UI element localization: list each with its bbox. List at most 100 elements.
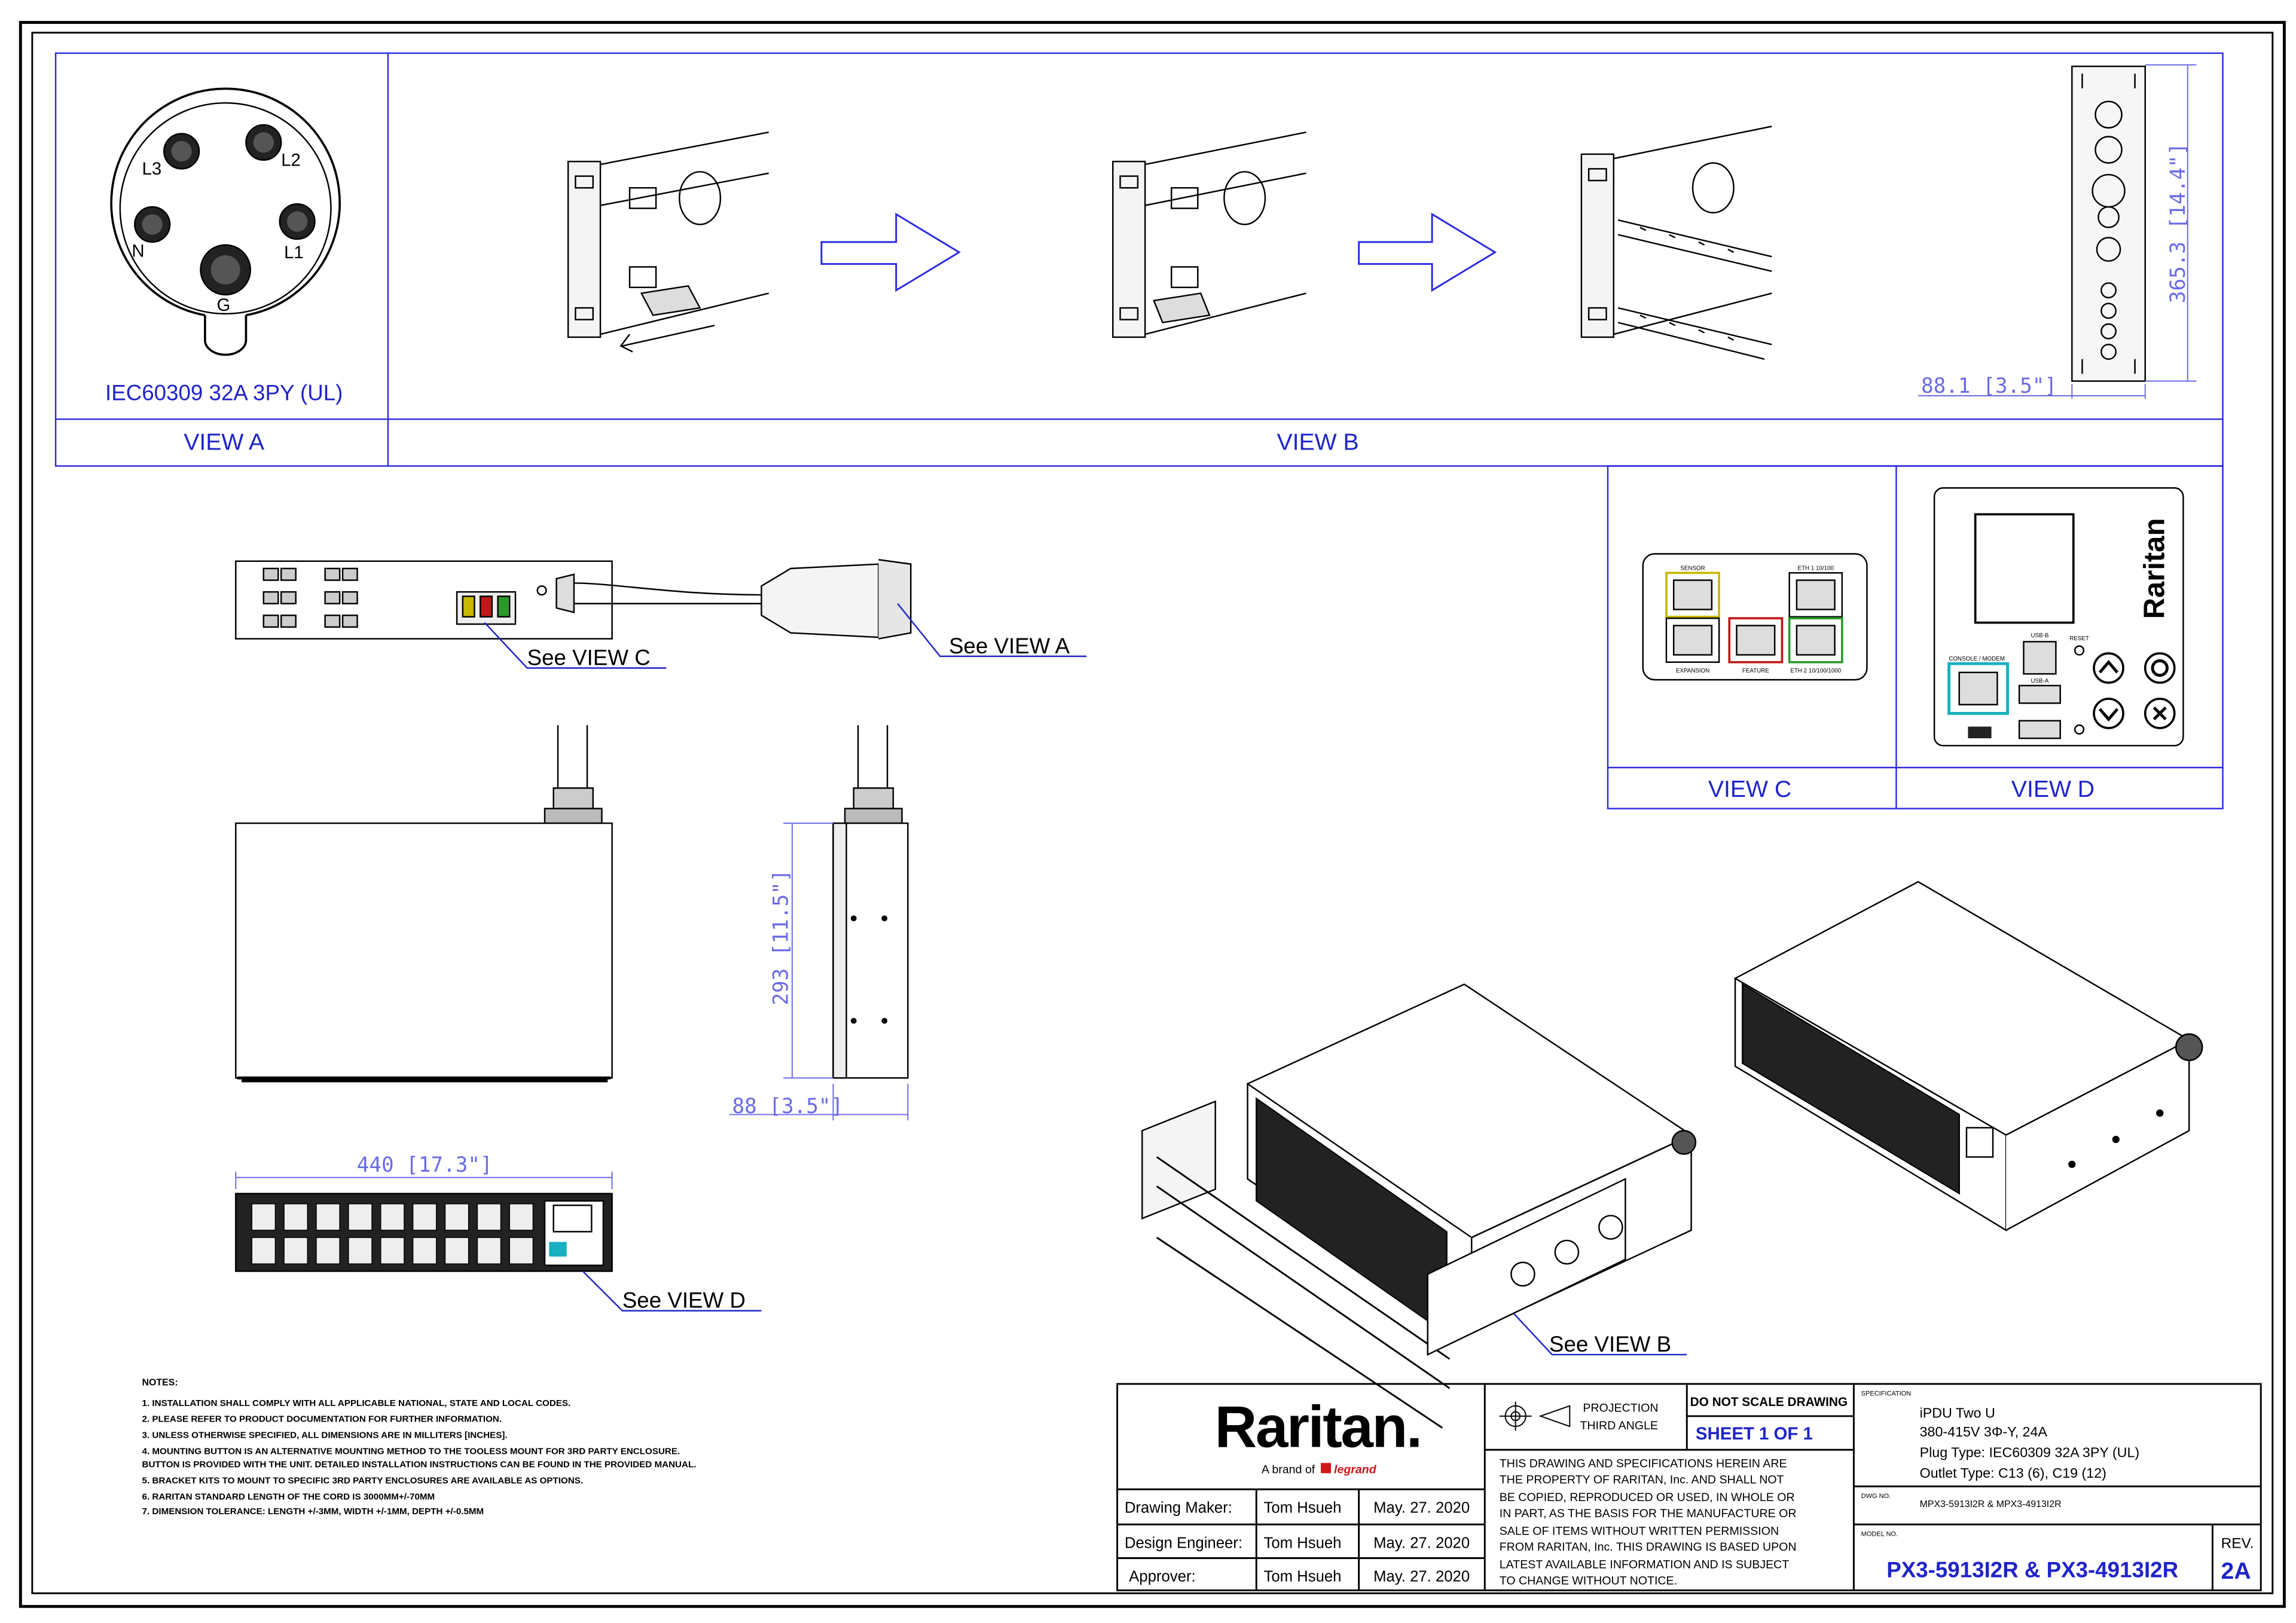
- port-label-eth1: ETH 1 10/100: [1798, 565, 1834, 571]
- mount-step-2: [1112, 131, 1306, 338]
- view-ab-frame: [54, 52, 2224, 467]
- tb-date-1: May. 27. 2020: [1373, 1500, 1470, 1517]
- side-width-dimension: 88 [3.5"]: [732, 1095, 843, 1118]
- dwg-label: DWG NO.: [1861, 1493, 1891, 1500]
- notes-heading: NOTES:: [142, 1378, 178, 1388]
- elevation-side: [832, 725, 909, 1079]
- label-reset: RESET: [2069, 635, 2089, 642]
- note-item: 5. BRACKET KITS TO MOUNT TO SPECIFIC 3RD…: [142, 1476, 584, 1486]
- port-label-eth2: ETH 2 10/100/1000: [1790, 668, 1841, 674]
- model-value: PX3-5913I2R & PX3-4913I2R: [1886, 1557, 2178, 1582]
- note-item: 6. RARITAN STANDARD LENGTH OF THE CORD I…: [142, 1492, 435, 1502]
- projection-line-2: THIRD ANGLE: [1580, 1419, 1658, 1432]
- view-b-title: VIEW B: [1277, 430, 1359, 456]
- dwg-value: MPX3-5913I2R & MPX3-4913I2R: [1920, 1499, 2062, 1509]
- mount-bracket: [2071, 65, 2146, 382]
- disclaimer-line: THE PROPERTY OF RARITAN, Inc. AND SHALL …: [1500, 1474, 1784, 1487]
- disclaimer-line: TO CHANGE WITHOUT NOTICE.: [1500, 1575, 1677, 1588]
- step-arrow-icon: [1358, 212, 1497, 292]
- panel-brand-logo: Raritan: [2139, 518, 2171, 619]
- disclaimer-line: THIS DRAWING AND SPECIFICATIONS HEREIN A…: [1500, 1457, 1787, 1471]
- plug-face-view-a: [110, 87, 341, 356]
- callout-see-view-d: See VIEW D: [622, 1288, 746, 1313]
- tb-role-2: Design Engineer:: [1125, 1535, 1242, 1551]
- pin-label-n: N: [132, 241, 144, 261]
- note-item: 3. UNLESS OTHERWISE SPECIFIED, ALL DIMEN…: [142, 1431, 508, 1441]
- mount-height-dimension: 365.3 [14.4"]: [2166, 143, 2190, 303]
- view-a-title: VIEW A: [184, 430, 265, 456]
- port-label-sensor: SENSOR: [1680, 565, 1705, 571]
- spec-line: iPDU Two U: [1920, 1405, 1995, 1420]
- cancel-button-icon: [2144, 698, 2176, 729]
- disclaimer-line: SALE OF ITEMS WITHOUT WRITTEN PERMISSION: [1500, 1524, 1779, 1538]
- mount-step-3: [1580, 126, 1772, 360]
- disclaimer-line: BE COPIED, REPRODUCED OR USED, IN WHOLE …: [1500, 1491, 1795, 1504]
- front-width-dimension: 440 [17.3"]: [357, 1153, 493, 1177]
- view-d-controller-panel: [1933, 487, 2184, 747]
- elevation-front: [235, 725, 613, 1083]
- isometric-standalone-pdu: [1733, 881, 2203, 1232]
- lcd-display: [1974, 513, 2075, 624]
- label-usb-a: USB-A: [2031, 678, 2048, 684]
- notes-list: 1. INSTALLATION SHALL COMPLY WITH ALL AP…: [142, 1398, 697, 1517]
- note-item: BUTTON IS PROVIDED WITH THE UNIT. DETAIL…: [142, 1460, 697, 1470]
- view-c-port-panel: [1642, 553, 1868, 681]
- model-label: MODEL NO.: [1861, 1531, 1898, 1538]
- view-cd-frame: [1607, 465, 2224, 809]
- view-d-title: VIEW D: [2011, 777, 2095, 802]
- projection-line-1: PROJECTION: [1583, 1402, 1658, 1415]
- disclaimer-line: IN PART, AS THE BASIS FOR THE MANUFACTUR…: [1500, 1507, 1797, 1520]
- tb-date-2: May. 27. 2020: [1373, 1535, 1470, 1551]
- view-c-title: VIEW C: [1708, 777, 1791, 802]
- disclaimer-line: LATEST AVAILABLE INFORMATION AND IS SUBJ…: [1500, 1558, 1790, 1572]
- title-block-frame: [1116, 1383, 2262, 1591]
- side-dimension-lines: [235, 823, 909, 1190]
- brand-logo: Raritan.: [1215, 1393, 1421, 1459]
- disclaimer-line: FROM RARITAN, Inc. THIS DRAWING IS BASED…: [1500, 1541, 1797, 1554]
- mount-width-dimension: 88.1 [3.5"]: [1921, 374, 2057, 398]
- pin-label-l1: L1: [284, 243, 304, 262]
- callout-see-view-b: See VIEW B: [1549, 1332, 1671, 1356]
- spec-label: SPECIFICATION: [1861, 1390, 1912, 1398]
- disclaimer-text: THIS DRAWING AND SPECIFICATIONS HEREIN A…: [1500, 1457, 1797, 1588]
- tb-role-1: Drawing Maker:: [1125, 1500, 1232, 1517]
- brand-legrand: legrand: [1334, 1463, 1377, 1476]
- side-depth-dimension: 293 [11.5"]: [770, 870, 793, 1005]
- callout-see-view-a: See VIEW A: [949, 634, 1070, 658]
- tb-date-3: May. 27. 2020: [1373, 1569, 1470, 1585]
- front-panel-outlets: [235, 1193, 613, 1272]
- down-button-icon: [2093, 698, 2124, 729]
- pin-label-g: G: [216, 295, 230, 315]
- sheet-border-inner: [31, 32, 2274, 1594]
- brand-sub: A brand of: [1262, 1463, 1315, 1476]
- callout-leaders: [484, 603, 1687, 1356]
- pin-label-l2: L2: [281, 151, 301, 170]
- plug-type-label: IEC60309 32A 3PY (UL): [105, 380, 343, 405]
- rev-label: REV.: [2221, 1535, 2254, 1551]
- tb-name-3: Tom Hsueh: [1263, 1569, 1341, 1585]
- sheet-number: SHEET 1 OF 1: [1696, 1424, 1813, 1444]
- spec-line: Outlet Type: C13 (6), C19 (12): [1920, 1465, 2106, 1481]
- label-usb-b: USB-B: [2031, 632, 2048, 639]
- note-item: 2. PLEASE REFER TO PRODUCT DOCUMENTATION…: [142, 1414, 502, 1425]
- callout-see-view-c: See VIEW C: [527, 646, 651, 670]
- rev-value: 2A: [2221, 1558, 2251, 1584]
- mount-step-1: [567, 131, 770, 353]
- tb-name-1: Tom Hsueh: [1263, 1500, 1341, 1517]
- note-item: 1. INSTALLATION SHALL COMPLY WITH ALL AP…: [142, 1398, 571, 1408]
- do-not-scale-note: DO NOT SCALE DRAWING: [1690, 1395, 1848, 1409]
- third-angle-projection-icon: [1499, 1401, 1571, 1431]
- note-item: 7. DIMENSION TOLERANCE: LENGTH +/-3MM, W…: [142, 1506, 484, 1517]
- up-button-icon: [2093, 652, 2124, 684]
- sheet-border-outer: [19, 21, 2286, 1608]
- ok-button-icon: [2144, 652, 2176, 684]
- spec-line: 380-415V 3Φ-Y, 24A: [1920, 1424, 2048, 1439]
- pin-label-l3: L3: [142, 159, 162, 179]
- note-item: 4. MOUNTING BUTTON IS AN ALTERNATIVE MOU…: [142, 1447, 680, 1457]
- legrand-logo-icon: [1320, 1463, 1332, 1474]
- step-arrow-icon: [820, 212, 961, 292]
- tb-role-3: Approver:: [1129, 1569, 1195, 1585]
- isometric-mounted-pdu: [1141, 983, 1697, 1429]
- mount-dimension-lines: [1918, 64, 2197, 399]
